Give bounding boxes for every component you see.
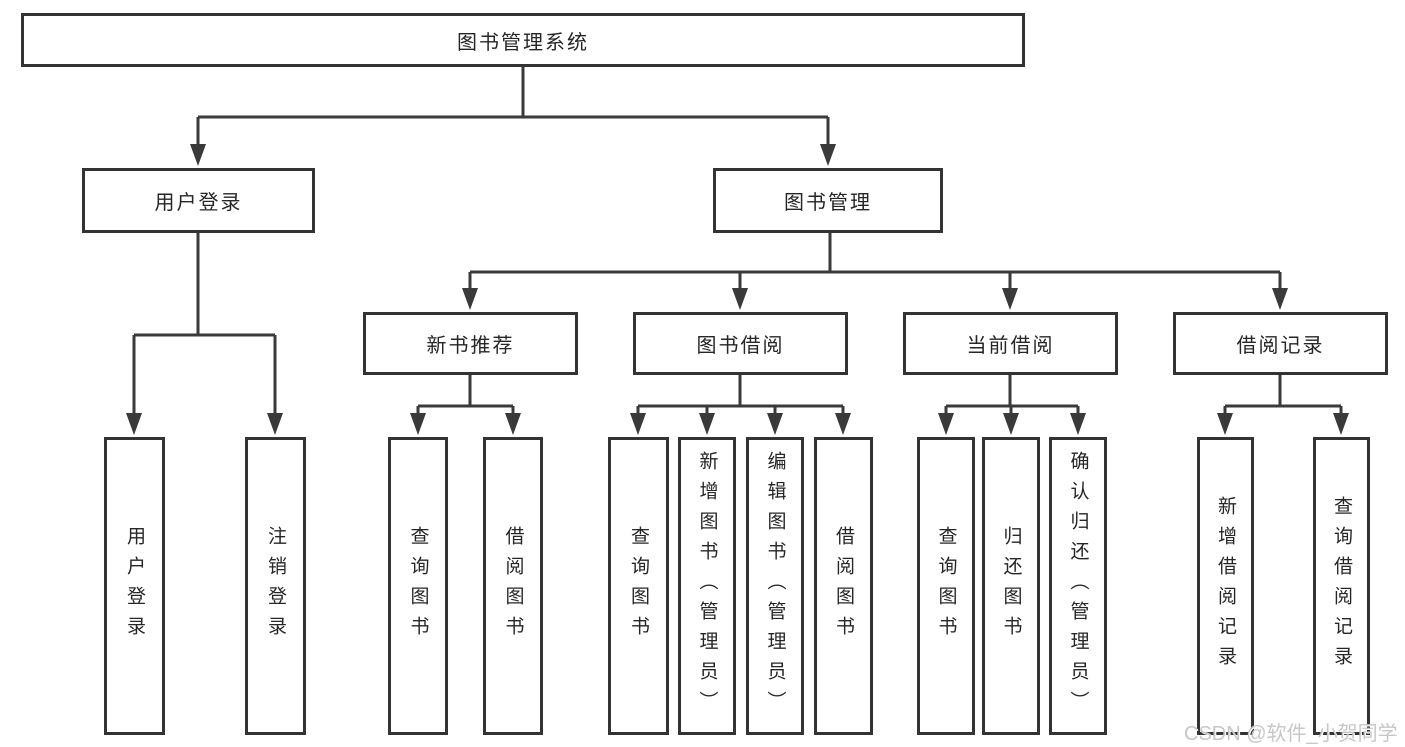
node-label: 查询图书 [407,526,429,646]
node-label: 借阅图书 [502,526,524,646]
node-book-borrow: 图书借阅 [633,312,848,375]
node-label: 查询图书 [935,526,957,646]
leaf-query-books: 查询图书 [608,437,669,735]
node-label: 借阅记录 [1236,335,1325,357]
leaf-user-login: 用户登录 [104,437,165,735]
leaf-edit-books-admin: 编辑图书（管理员） [746,437,804,735]
leaf-add-borrow-record: 新增借阅记录 [1197,437,1254,735]
node-label: 注销登录 [265,526,286,646]
leaf-borrow-books: 借阅图书 [483,437,543,735]
node-label: 查询图书 [628,526,649,646]
node-label: 图书管理 [784,192,872,214]
leaf-query-books: 查询图书 [917,437,975,735]
leaf-add-books-admin: 新增图书（管理员） [678,437,736,735]
node-label: 编辑图书（管理员） [764,451,786,721]
csdn-watermark: CSDN @软件_小贺同学 [1184,723,1398,745]
node-label: 归还图书 [1000,526,1022,646]
node-label: 确认归还（管理员） [1067,451,1089,721]
leaf-borrow-books: 借阅图书 [814,437,873,735]
node-new-book-recommend: 新书推荐 [363,312,578,375]
leaf-query-books: 查询图书 [388,437,448,735]
node-current-borrow: 当前借阅 [903,312,1118,375]
node-label: 借阅图书 [833,526,854,646]
leaf-query-borrow-record: 查询借阅记录 [1313,437,1370,735]
node-label: 新书推荐 [426,335,515,357]
node-label: 用户登录 [124,526,145,646]
node-borrow-records: 借阅记录 [1173,312,1388,375]
node-label: 图书管理系统 [457,31,589,54]
leaf-logout: 注销登录 [245,437,306,735]
node-book-management: 图书管理 [713,168,943,233]
node-label: 当前借阅 [966,335,1055,357]
leaf-return-books: 归还图书 [982,437,1040,735]
node-label: 图书借阅 [696,335,785,357]
node-label: 新增图书（管理员） [696,451,718,721]
leaf-confirm-return-admin: 确认归还（管理员） [1049,437,1107,735]
node-label: 查询借阅记录 [1331,496,1352,676]
node-library-management-system: 图书管理系统 [21,13,1025,67]
node-label: 新增借阅记录 [1215,496,1236,676]
arrowheads [126,144,1349,435]
node-user-login: 用户登录 [82,168,315,233]
node-label: 用户登录 [154,192,243,214]
